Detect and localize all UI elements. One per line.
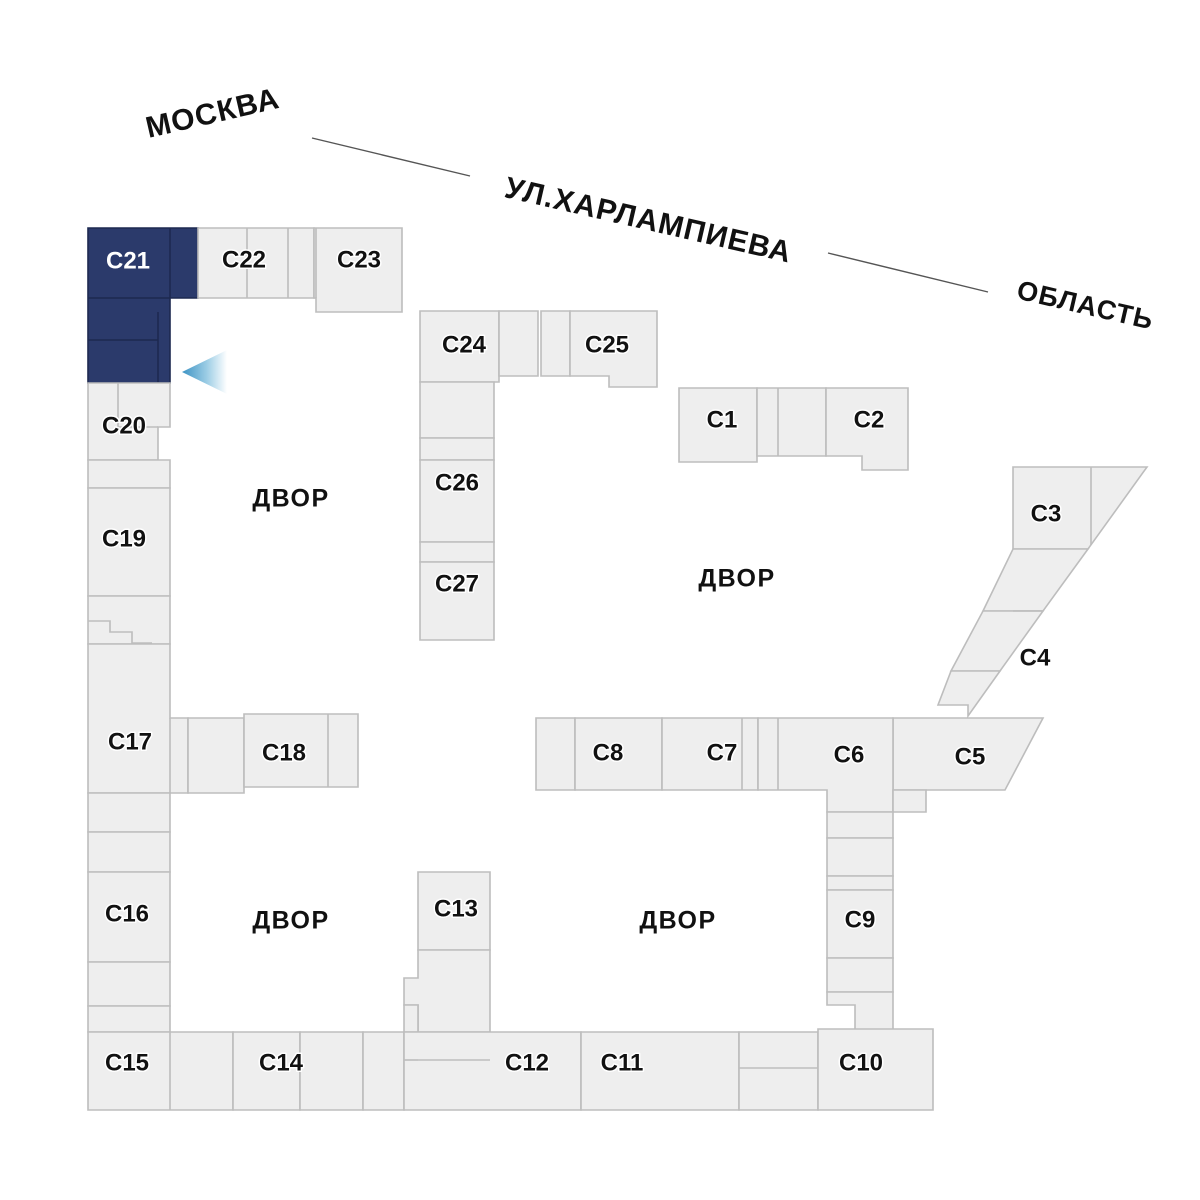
building-block-c9-lower-a[interactable] — [826, 957, 894, 993]
building-block-c26-c27-link[interactable] — [419, 541, 495, 563]
building-block-c24-c25-link-b[interactable] — [540, 310, 571, 377]
building-block-c1[interactable] — [678, 387, 758, 463]
block-label-c6: C6 — [834, 741, 865, 768]
building-block-c5-c6-notch[interactable] — [892, 789, 927, 813]
block-label-c4: C4 — [1020, 644, 1051, 671]
building-block-c16-lower-a[interactable] — [87, 961, 171, 1007]
left-arrow-marker-icon[interactable] — [182, 350, 227, 394]
block-label-c2: C2 — [854, 406, 885, 433]
building-block-c27[interactable] — [419, 561, 495, 641]
building-group-south[interactable] — [232, 1004, 934, 1111]
building-block-c21-subdivisions — [88, 228, 171, 383]
building-block-c24[interactable] — [419, 310, 500, 383]
leader-line-oblast — [827, 252, 989, 293]
building-block-c1-c2-link[interactable] — [756, 387, 827, 457]
block-label-c21: C21 — [106, 247, 150, 274]
block-label-c23: C23 — [337, 246, 381, 273]
block-label-c13: C13 — [434, 895, 478, 922]
street-label-moskva: МОСКВА — [143, 82, 283, 145]
building-block-c9-upper-b[interactable] — [826, 837, 894, 877]
building-block-c12[interactable] — [403, 1031, 582, 1111]
building-block-c12-west-stub[interactable] — [403, 1004, 419, 1033]
block-label-c8: C8 — [593, 739, 624, 766]
building-block-c3-c4-link[interactable] — [981, 548, 1090, 612]
block-label-c5: C5 — [955, 743, 986, 770]
yard-label-northeast: ДВОР — [698, 565, 775, 593]
block-label-c9: C9 — [845, 906, 876, 933]
yard-labels: ДВОР ДВОР ДВОР ДВОР — [252, 485, 775, 935]
street-leader-lines — [311, 137, 989, 293]
building-block-c10[interactable] — [817, 1028, 934, 1111]
building-group-east[interactable] — [892, 466, 1149, 791]
building-block-c9-lower-b[interactable] — [826, 991, 894, 1033]
block-label-c10: C10 — [839, 1049, 883, 1076]
building-group-c13-column[interactable] — [403, 871, 491, 1033]
block-label-c17: C17 — [108, 728, 152, 755]
block-label-c16: C16 — [105, 900, 149, 927]
block-label-c19: C19 — [102, 525, 146, 552]
block-label-c11: C11 — [601, 1049, 644, 1076]
block-label-c20: C20 — [102, 412, 146, 439]
block-label-c22: C22 — [222, 246, 266, 273]
street-label-oblast: ОБЛАСТЬ — [1014, 275, 1156, 336]
block-label-c18: C18 — [262, 739, 306, 766]
building-group-c9-column[interactable] — [826, 811, 894, 1033]
building-block-c8-west-cap[interactable] — [535, 717, 576, 791]
building-block-c16-upper-b[interactable] — [87, 831, 171, 873]
block-label-c3: C3 — [1031, 500, 1062, 527]
building-block-c18[interactable] — [243, 713, 359, 788]
selection-pointer[interactable] — [182, 350, 227, 394]
yard-label-northwest: ДВОР — [252, 485, 329, 513]
building-block-c23[interactable] — [313, 227, 403, 313]
block-label-c27: C27 — [435, 570, 479, 597]
building-group-northeast[interactable] — [678, 387, 909, 471]
block-label-c15: C15 — [105, 1049, 149, 1076]
block-label-c1: C1 — [707, 406, 738, 433]
building-block-c9-upper-c[interactable] — [826, 875, 894, 891]
yard-label-southwest: ДВОР — [252, 907, 329, 935]
building-labels: C1 C2 C3 C4 C5 C6 C7 C8 C9 C10 C11 C12 C… — [100, 245, 1062, 1078]
block-label-c12: C12 — [505, 1049, 549, 1076]
building-block-c14[interactable] — [299, 1031, 364, 1111]
building-block-c16-upper-a[interactable] — [87, 792, 171, 833]
building-block-c20-subdivisions — [117, 383, 158, 428]
building-block-c10-west-link[interactable] — [738, 1031, 819, 1111]
block-label-c25: C25 — [585, 331, 629, 358]
block-label-c24: C24 — [442, 331, 487, 358]
block-label-c14: C14 — [259, 1049, 304, 1076]
building-block-c26-upper-a[interactable] — [419, 381, 495, 439]
building-group-north[interactable] — [197, 227, 403, 313]
building-block-c9-upper-a[interactable] — [826, 811, 894, 839]
building-block-c4-c5-link[interactable] — [936, 670, 1002, 719]
leader-line-moskva — [311, 137, 471, 177]
building-block-c19-stairs[interactable] — [87, 595, 171, 645]
building-block-c22-subdivisions — [246, 228, 289, 298]
building-block-c2[interactable] — [825, 387, 909, 471]
block-label-c26: C26 — [435, 469, 479, 496]
building-block-c17[interactable] — [87, 643, 189, 794]
building-block-c26-upper-b[interactable] — [419, 437, 495, 461]
building-block-c14-east-link[interactable] — [362, 1031, 405, 1111]
building-block-c16-lower-b[interactable] — [87, 1005, 171, 1033]
building-block-c20-lower[interactable] — [87, 459, 171, 489]
street-label-kharlampieva: УЛ.ХАРЛАМПИЕВА — [502, 171, 795, 269]
block-label-c7: C7 — [707, 739, 738, 766]
building-block-c24-c25-link-a[interactable] — [498, 310, 539, 377]
yard-label-southeast: ДВОР — [639, 907, 716, 935]
building-group-central[interactable] — [419, 310, 658, 641]
building-block-c19-stair-steps — [88, 620, 152, 644]
building-block-c17-c18-link[interactable] — [187, 717, 245, 794]
building-block-c25[interactable] — [569, 310, 658, 388]
